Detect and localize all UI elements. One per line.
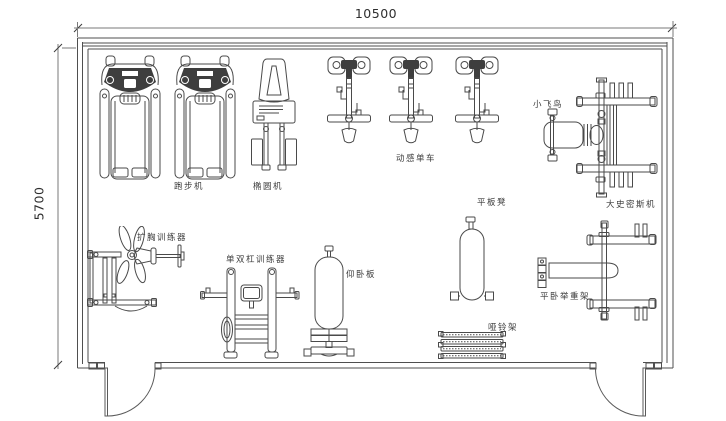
label-bench-press-rack: 平卧举重架 xyxy=(539,292,590,302)
door-left xyxy=(104,367,156,417)
dip-station-drawing xyxy=(200,267,300,359)
label-situp-board: 仰卧板 xyxy=(345,270,376,280)
spin-bike-2-drawing xyxy=(389,56,433,144)
chest-expander-drawing xyxy=(87,226,185,312)
label-fly-bird: 小飞鸟 xyxy=(532,100,563,110)
treadmill-2-drawing xyxy=(174,55,236,180)
situp-board-drawing xyxy=(303,245,355,357)
wall-lines xyxy=(77,37,674,370)
dimension-height-label: 5700 xyxy=(31,186,47,221)
spin-bike-1-drawing xyxy=(327,56,371,144)
flat-bench-drawing xyxy=(450,216,494,301)
label-spin-bike: 动感单车 xyxy=(395,154,436,164)
label-flat-bench: 平板凳 xyxy=(476,198,507,208)
fly-bird-drawing xyxy=(543,108,604,162)
dimension-width-label: 10500 xyxy=(354,6,398,21)
bench-press-rack-drawing xyxy=(537,220,657,321)
label-elliptical: 椭圆机 xyxy=(252,182,283,192)
label-smith-machine: 大史密斯机 xyxy=(605,200,656,210)
dumbbell-rack-drawing xyxy=(438,331,506,359)
smith-machine-drawing xyxy=(576,77,658,198)
label-dip-station: 单双杠训练器 xyxy=(225,255,286,265)
treadmill-1-drawing xyxy=(99,55,161,180)
elliptical-drawing xyxy=(251,58,297,171)
label-treadmill: 跑步机 xyxy=(173,182,204,192)
label-dumbbell-rack: 哑铃架 xyxy=(487,323,518,333)
dimension-lines xyxy=(53,21,677,370)
label-chest-expander: 扩胸训练器 xyxy=(136,233,187,243)
door-right xyxy=(594,367,646,417)
spin-bike-3-drawing xyxy=(455,56,499,144)
